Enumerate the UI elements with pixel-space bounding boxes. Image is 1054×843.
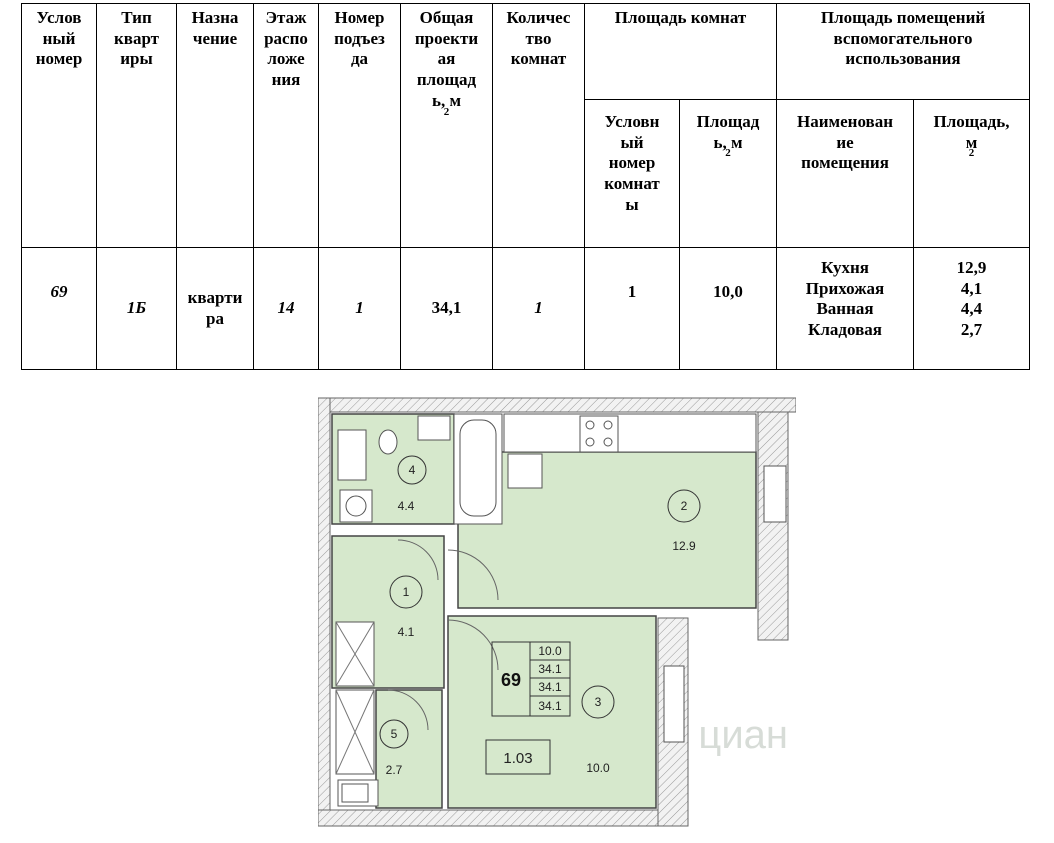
kitchen-counter — [503, 413, 757, 453]
room-kitchen — [457, 451, 757, 609]
room-code-box — [485, 739, 551, 775]
watermark: циан — [698, 713, 788, 757]
window-living — [663, 665, 685, 743]
room-storage — [375, 689, 443, 809]
room-1-area: 4.1 — [398, 625, 415, 639]
apt-value-1: 10.0 — [538, 644, 562, 658]
toilet-icon — [378, 429, 398, 455]
apt-value-4: 34.1 — [538, 699, 562, 713]
wall-right — [757, 411, 789, 641]
room-living — [447, 615, 657, 809]
room-4-area: 4.4 — [398, 499, 415, 513]
cell-type: 1Б — [96, 247, 177, 370]
room-5-area: 2.7 — [386, 763, 403, 777]
room-5-marker — [379, 719, 409, 749]
door-living — [447, 619, 499, 671]
door-storage — [387, 689, 429, 731]
room-code: 1.03 — [503, 750, 532, 767]
apt-info-block — [491, 641, 571, 717]
wall-bottom — [318, 809, 669, 827]
room-2-marker — [667, 489, 701, 523]
cell-floor: 14 — [253, 247, 319, 370]
stove-icon — [579, 415, 619, 453]
cell-entrance: 1 — [318, 247, 401, 370]
room-2-number: 2 — [681, 499, 688, 513]
door-kitchen — [447, 549, 499, 601]
apt-number-label: 69 — [501, 670, 521, 690]
header-rooms-area: Площадь комнат — [583, 3, 778, 100]
washbasin-icon — [417, 415, 451, 441]
wall-left — [318, 397, 331, 827]
wall-top — [318, 397, 796, 413]
room-4-marker — [397, 455, 427, 485]
floor-plan-drawing: 4 4.4 2 12.9 1 4.1 3 10.0 5 2.7 69 10.0 … — [318, 397, 796, 827]
sink-icon — [507, 453, 543, 489]
cell-area: 34,1 — [400, 247, 493, 370]
cell-room-area: 10,0 — [678, 247, 778, 370]
door-bathroom — [397, 539, 439, 581]
room-5-number: 5 — [391, 727, 398, 741]
cell-num: 69 — [21, 247, 97, 370]
window-kitchen — [763, 465, 787, 523]
room-3-marker — [581, 685, 615, 719]
room-3-number: 3 — [595, 695, 602, 709]
cell-rooms-count: 1 — [492, 247, 585, 370]
room-1-marker — [389, 575, 423, 609]
room-4-number: 4 — [409, 463, 416, 477]
boiler-icon — [337, 429, 367, 481]
room-1-number: 1 — [403, 585, 410, 599]
washing-machine-icon — [339, 489, 373, 523]
cell-room-num: 1 — [584, 247, 680, 370]
floor-plan: 4 4.4 2 12.9 1 4.1 3 10.0 5 2.7 69 10.0 … — [318, 390, 796, 840]
room-3-area: 10.0 — [586, 761, 610, 775]
apt-value-3: 34.1 — [538, 680, 562, 694]
apt-value-2: 34.1 — [538, 662, 562, 676]
room-2-area: 12.9 — [672, 539, 696, 553]
